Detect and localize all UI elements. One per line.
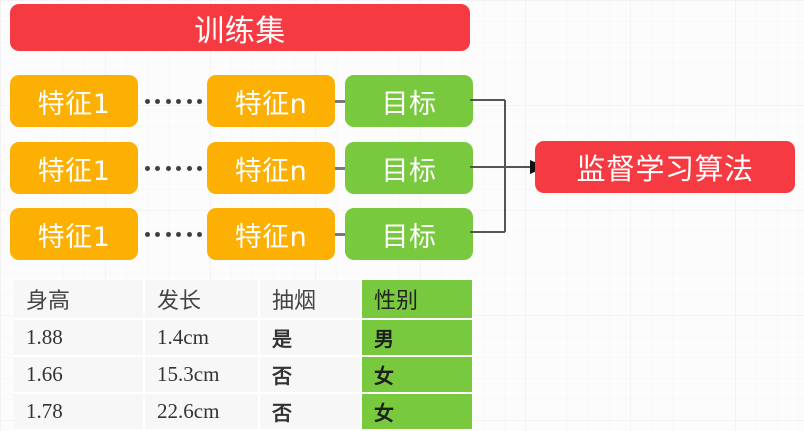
target-box-row1: 目标 xyxy=(345,75,473,127)
dot-icon xyxy=(176,98,182,104)
column-header-height: 身高 xyxy=(14,280,145,319)
feature-first-label-row3: 特征1 xyxy=(37,221,111,253)
dash-connector-row2 xyxy=(335,142,345,194)
column-header-hair-length: 发长 xyxy=(144,280,260,319)
dot-icon xyxy=(145,98,150,104)
dot-icon xyxy=(186,98,192,104)
diagram-canvas: 训练集 特征1 特征n 目标 特征1 特征n 目标 特征1 xyxy=(0,0,804,415)
dot-icon xyxy=(165,98,171,104)
dot-icon xyxy=(186,165,192,171)
dash-connector-row3 xyxy=(335,208,345,260)
cell-gender: 女 xyxy=(361,356,472,393)
cell-height: 1.78 xyxy=(14,393,145,430)
dot-icon xyxy=(196,165,202,171)
table-row: 1.88 1.4cm 是 男 xyxy=(14,319,472,356)
dot-icon xyxy=(176,165,182,171)
target-label-row3: 目标 xyxy=(381,221,437,253)
dot-icon xyxy=(165,231,171,237)
target-label-row1: 目标 xyxy=(381,88,437,120)
cell-gender: 男 xyxy=(361,319,472,356)
supervised-learning-algorithm-box: 监督学习算法 xyxy=(535,141,795,193)
ellipsis-dots-row3 xyxy=(145,208,202,260)
feature-last-box-row3: 特征n xyxy=(207,208,335,260)
dot-icon xyxy=(176,231,182,237)
feature-last-box-row2: 特征n xyxy=(207,142,335,194)
dot-icon xyxy=(155,231,161,237)
cell-hair-length: 22.6cm xyxy=(144,393,260,430)
target-box-row2: 目标 xyxy=(345,142,473,194)
column-header-gender: 性别 xyxy=(361,280,472,319)
feature-first-box-row1: 特征1 xyxy=(10,75,138,127)
feature-last-box-row1: 特征n xyxy=(207,75,335,127)
training-set-label: 训练集 xyxy=(194,13,286,49)
cell-height: 1.66 xyxy=(14,356,145,393)
cell-smoking: 是 xyxy=(259,319,362,356)
target-box-row3: 目标 xyxy=(345,208,473,260)
dot-icon xyxy=(186,231,192,237)
dot-icon xyxy=(196,231,202,237)
feature-last-label-row2: 特征n xyxy=(234,155,308,187)
supervised-learning-algorithm-label: 监督学习算法 xyxy=(576,152,754,186)
example-data-table: 身高 发长 抽烟 性别 1.88 1.4cm 是 男 1.66 15.3cm 否… xyxy=(14,280,472,431)
table-row: 1.66 15.3cm 否 女 xyxy=(14,356,472,393)
table-row: 1.78 22.6cm 否 女 xyxy=(14,393,472,430)
cell-gender: 女 xyxy=(361,393,472,430)
feature-last-label-row1: 特征n xyxy=(234,88,308,120)
feature-first-label-row1: 特征1 xyxy=(37,88,111,120)
ellipsis-dots-row1 xyxy=(145,75,202,127)
feature-last-label-row3: 特征n xyxy=(234,221,308,253)
dot-icon xyxy=(196,98,202,104)
dot-icon xyxy=(145,165,150,171)
cell-hair-length: 1.4cm xyxy=(144,319,260,356)
cell-height: 1.88 xyxy=(14,319,145,356)
dot-icon xyxy=(155,98,161,104)
training-set-banner: 训练集 xyxy=(10,4,470,51)
table-header-row: 身高 发长 抽烟 性别 xyxy=(14,280,472,319)
feature-first-box-row2: 特征1 xyxy=(10,142,138,194)
dot-icon xyxy=(165,165,171,171)
cell-smoking: 否 xyxy=(259,356,362,393)
dash-connector-row1 xyxy=(335,75,345,127)
feature-first-label-row2: 特征1 xyxy=(37,155,111,187)
target-label-row2: 目标 xyxy=(381,155,437,187)
dot-icon xyxy=(145,231,150,237)
dot-icon xyxy=(155,165,161,171)
feature-first-box-row3: 特征1 xyxy=(10,208,138,260)
cell-hair-length: 15.3cm xyxy=(144,356,260,393)
cell-smoking: 否 xyxy=(259,393,362,430)
column-header-smoking: 抽烟 xyxy=(259,280,362,319)
ellipsis-dots-row2 xyxy=(145,142,202,194)
